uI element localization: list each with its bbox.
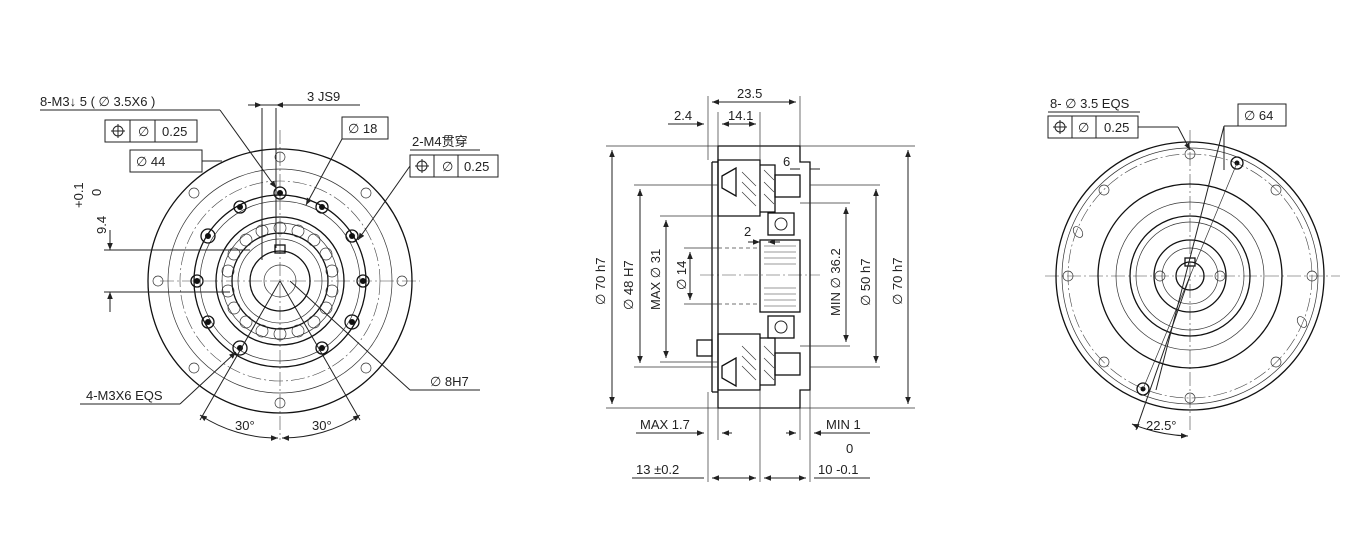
dia-64-label: ∅ 64 (1244, 108, 1273, 123)
gap-label: 2 (744, 224, 751, 239)
tolerance-zero: 0 (846, 441, 853, 456)
dia-44-label: ∅ 44 (136, 154, 165, 169)
outer-holes (152, 151, 408, 409)
dia-18-label: ∅ 18 (348, 121, 377, 136)
svg-text:∅: ∅ (1078, 120, 1089, 135)
back-outer-circle (1055, 141, 1325, 411)
min-36-label: MIN ∅ 36.2 (828, 248, 843, 316)
holes-bottom-label: 4-M3X6 EQS (86, 388, 163, 403)
length-13-label: 13 ±0.2 (636, 462, 679, 477)
bore-label: ∅ 8H7 (430, 374, 469, 389)
keyway-depth-label: 9.4 (94, 216, 109, 234)
outer-dia-right: ∅ 70 h7 (890, 258, 905, 305)
through-holes-label: 2-M4贯穿 (412, 134, 468, 149)
key-width-label: 3 JS9 (307, 89, 340, 104)
outer-dia-left: ∅ 70 h7 (593, 258, 608, 305)
min-offset-label: MIN 1 (826, 417, 861, 432)
max-31-label: MAX ∅ 31 (648, 249, 663, 310)
svg-text:∅: ∅ (442, 159, 453, 174)
shoulder-label: 2.4 (674, 108, 692, 123)
length-10-label: 10 -0.1 (818, 462, 858, 477)
angle-right-label: 30° (312, 418, 332, 433)
front-view: 8-M3↓ 5 ( ∅ 3.5X6 ) ∅ 0.25 ∅ 44 3 JS9 ∅ … (40, 89, 499, 441)
side-view: 23.5 2.4 14.1 6 2 ∅ 70 h7 ∅ 48 H7 MAX ∅ … (593, 86, 915, 482)
threaded-holes (190, 186, 370, 356)
holes-top-tolerance: 0.25 (162, 124, 187, 139)
back-view: 8- ∅ 3.5 EQS ∅ 0.25 ∅ 64 22.5° (1045, 96, 1340, 439)
bore-48-label: ∅ 48 H7 (621, 260, 636, 310)
max-offset-label: MAX 1.7 (640, 417, 690, 432)
hub-length-label: 14.1 (728, 108, 753, 123)
angle-left-label: 30° (235, 418, 255, 433)
tolerance-lower: 0 (89, 189, 104, 196)
back-holes-label: 8- ∅ 3.5 EQS (1050, 96, 1130, 111)
groove-label: 6 (783, 154, 790, 169)
svg-text:∅: ∅ (138, 124, 149, 139)
back-holes-tolerance: 0.25 (1104, 120, 1129, 135)
outer-flange-circle (147, 148, 413, 414)
holes-top-label: 8-M3↓ 5 ( ∅ 3.5X6 ) (40, 94, 155, 109)
total-length-label: 23.5 (737, 86, 762, 101)
tolerance-upper: +0.1 (71, 182, 86, 208)
outer-dia-50: ∅ 50 h7 (858, 259, 873, 306)
through-holes-tolerance: 0.25 (464, 159, 489, 174)
dia-14-label: ∅ 14 (674, 261, 689, 290)
angle-22-label: 22.5° (1146, 418, 1177, 433)
